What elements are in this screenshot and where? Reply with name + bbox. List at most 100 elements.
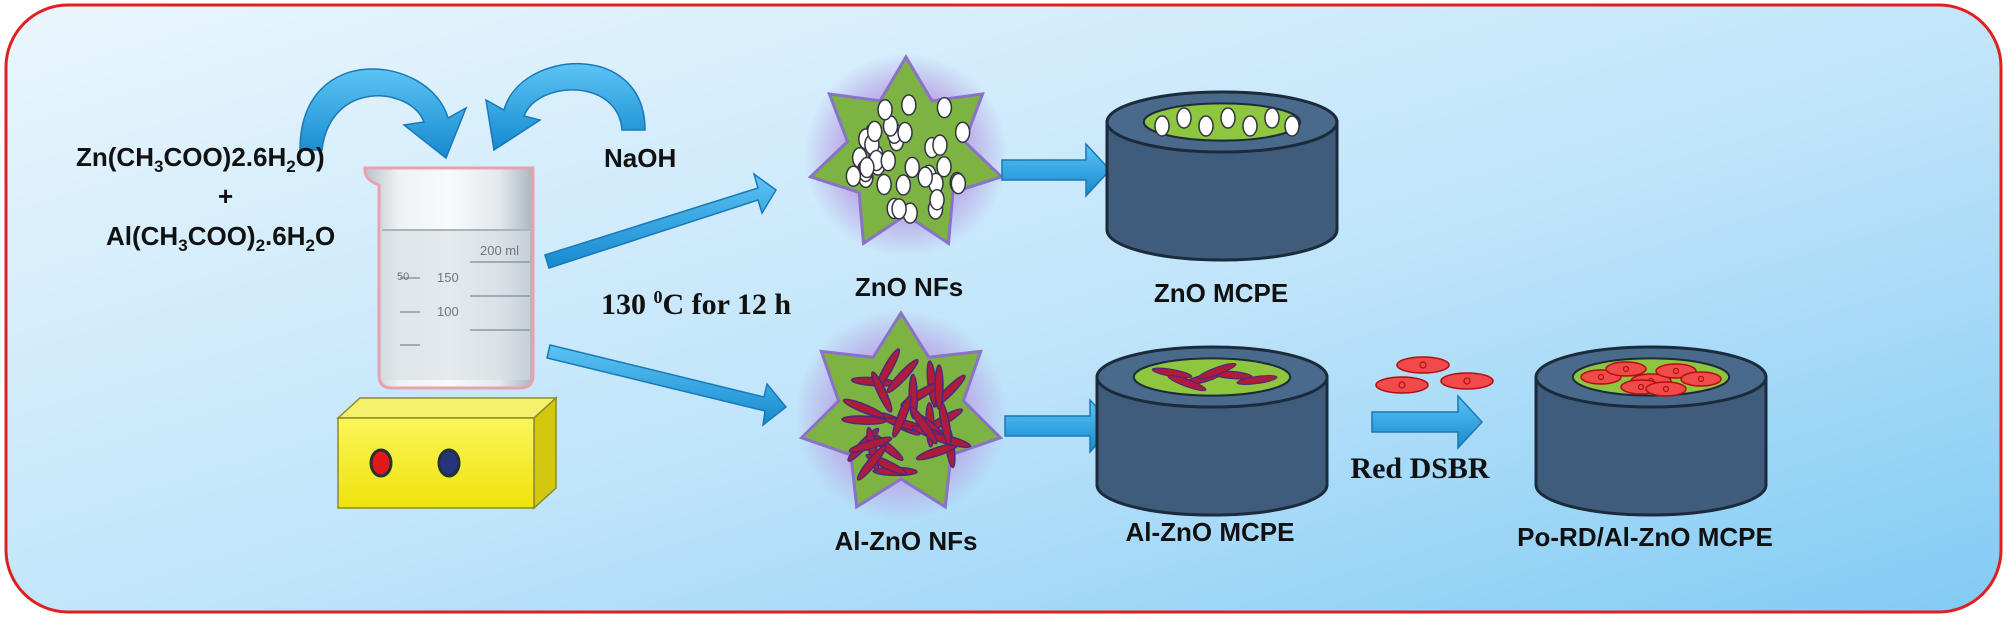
nanoparticle — [936, 96, 953, 119]
nanoparticle — [901, 94, 917, 116]
nanoparticle — [932, 134, 948, 156]
nanoparticle — [1284, 115, 1300, 137]
al-zno-nanoflower — [795, 309, 1007, 521]
zinc-formula-part: O) — [295, 142, 325, 172]
nanorod — [842, 398, 886, 419]
curved-arrow-left-icon — [299, 68, 468, 160]
zinc-formula-sub: 2 — [286, 157, 296, 177]
nanoparticle — [936, 155, 952, 178]
al-formula-part: O — [314, 221, 336, 251]
naoh-label: NaOH — [604, 143, 677, 173]
red-cell-nucleus — [1637, 383, 1645, 391]
al-formula-sub: 2 — [305, 236, 315, 256]
al-formula-sub: 3 — [178, 236, 188, 256]
red-cell — [1375, 376, 1429, 394]
al-formula-sub: 2 — [255, 236, 266, 256]
nanoparticle — [917, 166, 934, 188]
red-cell — [1440, 372, 1494, 390]
zinc-formula-sub: 3 — [153, 157, 164, 177]
nanoparticle — [859, 156, 875, 179]
nanoparticle — [904, 156, 920, 179]
condition-sup: 0 — [653, 287, 663, 307]
red-cell-nucleus — [1419, 361, 1427, 369]
al-formula-part: .6H — [265, 221, 306, 251]
nanorod — [1197, 362, 1237, 380]
nanoparticle — [950, 172, 967, 195]
beaker: 200 ml 150 100 50 — [363, 166, 535, 390]
al-formula-part: Al(CH — [106, 221, 179, 251]
nanoparticle — [929, 189, 945, 211]
aluminum-acetate-label: Al(CH3COO)2.6H2O — [106, 221, 335, 261]
stirrer-knob-blue-icon — [437, 448, 461, 478]
al-zno-nfs-label: Al-ZnO NFs — [834, 526, 978, 556]
nanoparticle — [1176, 107, 1192, 129]
po-rd-mcpe-label: Po-RD/Al-ZnO MCPE — [1517, 522, 1773, 552]
arrow-to-al-zno-nfs-icon — [546, 344, 788, 427]
red-cell-nucleus — [1697, 375, 1705, 383]
nanoparticle — [1242, 115, 1258, 137]
nanorod — [848, 436, 893, 453]
electrode-body — [1095, 375, 1329, 517]
hot-plate-stirrer — [336, 396, 558, 510]
reaction-condition-label: 130 0C for 12 h — [601, 282, 791, 320]
nanorod — [1236, 374, 1278, 386]
nanorod — [886, 358, 919, 394]
red-dsbr-label: Red DSBR — [1350, 452, 1490, 485]
nanoparticle — [1220, 107, 1236, 129]
nanoparticle — [1198, 115, 1214, 137]
red-dsbr-cells-icon — [1375, 356, 1494, 394]
nanoparticle — [845, 165, 862, 188]
frame — [4, 3, 2003, 614]
beaker-volume-label: 200 ml — [480, 243, 519, 258]
arrow-to-zno-mcpe-icon — [1001, 142, 1112, 198]
stirrer-knob-red-icon — [369, 448, 393, 478]
red-cell-nucleus — [1672, 367, 1680, 375]
nanoparticle — [954, 121, 971, 143]
nanoparticle — [866, 120, 883, 143]
nanoparticle — [891, 198, 907, 220]
al-zno-mcpe-label: Al-ZnO MCPE — [1125, 517, 1295, 547]
nanorod — [892, 395, 912, 438]
al-formula-part: COO) — [187, 221, 256, 251]
nanorod — [871, 371, 893, 413]
zinc-formula-part: COO)2.6H — [163, 142, 287, 172]
beaker-grad-50: 50 — [397, 271, 409, 283]
nanorod — [909, 406, 938, 445]
red-cell-nucleus — [1662, 385, 1670, 393]
nanoparticle — [876, 173, 892, 196]
electrode-body — [1534, 375, 1768, 517]
zinc-acetate-label: Zn(CH3COO)2.6H2O) — [76, 142, 325, 182]
arrow-to-zno-nfs-icon — [544, 172, 777, 269]
curved-arrow-right-icon — [485, 62, 646, 152]
nanoparticle — [897, 121, 913, 144]
red-cell-nucleus — [1463, 377, 1471, 385]
red-cell — [1680, 371, 1722, 387]
plus-sign: + — [218, 181, 234, 211]
arrow-to-po-rd-mcpe-icon — [1371, 394, 1484, 450]
zno-nfs-label: ZnO NFs — [854, 272, 964, 302]
po-rd-mcpe-electrode — [1534, 345, 1768, 517]
nanoparticle — [880, 149, 897, 172]
beaker-grad-100: 100 — [437, 304, 459, 319]
nanorod — [1167, 374, 1207, 392]
nanoparticle — [1264, 107, 1280, 129]
nanorod — [856, 444, 887, 481]
zno-mcpe-label: ZnO MCPE — [1153, 278, 1289, 308]
nanorod — [841, 415, 887, 425]
condition-part: 130 — [601, 288, 654, 321]
red-cell-nucleus — [1597, 373, 1605, 381]
al-zno-mcpe-electrode — [1095, 345, 1329, 517]
beaker-grad-150: 150 — [437, 270, 459, 285]
zno-nanoflower — [804, 53, 1008, 257]
red-cell-nucleus — [1622, 365, 1630, 373]
red-cell — [1645, 381, 1687, 397]
red-cell-nucleus — [1398, 381, 1406, 389]
red-cell — [1605, 361, 1647, 377]
nanoparticle — [877, 99, 893, 121]
nanoparticle — [895, 174, 912, 196]
condition-part: C for 12 h — [662, 288, 792, 321]
nanorod — [934, 364, 944, 410]
red-cell — [1396, 356, 1450, 374]
